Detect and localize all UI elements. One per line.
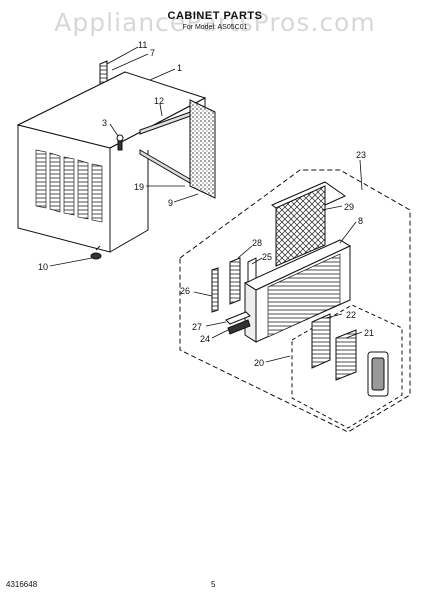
callout-26: 26 [180, 286, 190, 296]
callout-1: 1 [177, 63, 182, 73]
callout-11: 11 [138, 40, 147, 50]
model-subtitle: For Model: AS05C01 [182, 24, 248, 31]
callout-29: 29 [344, 202, 354, 212]
callout-12: 12 [154, 96, 164, 106]
callout-25: 25 [262, 252, 272, 262]
callout-19: 19 [134, 182, 144, 192]
watermark: AppliancePartsPros.com [54, 8, 376, 37]
callout-22: 22 [346, 310, 356, 320]
page-number: 5 [211, 580, 216, 589]
page-title: CABINET PARTS [167, 10, 263, 22]
callout-28: 28 [252, 238, 262, 248]
callout-21: 21 [364, 328, 374, 338]
callout-9: 9 [168, 198, 173, 208]
document-number: 4316648 [6, 580, 38, 589]
callout-27: 27 [192, 322, 202, 332]
callout-10: 10 [38, 262, 48, 272]
callout-leaders [49, 46, 363, 363]
callout-3: 3 [102, 118, 107, 128]
front-panel-assembly [179, 169, 411, 433]
callout-labels: 11 7 1 12 3 19 9 10 23 29 8 28 25 26 27 … [38, 40, 374, 368]
callout-8: 8 [358, 216, 363, 226]
callout-24: 24 [200, 334, 210, 344]
callout-7: 7 [150, 48, 155, 58]
callout-23: 23 [356, 150, 366, 160]
cabinet-assembly [16, 60, 216, 260]
callout-20: 20 [254, 358, 264, 368]
